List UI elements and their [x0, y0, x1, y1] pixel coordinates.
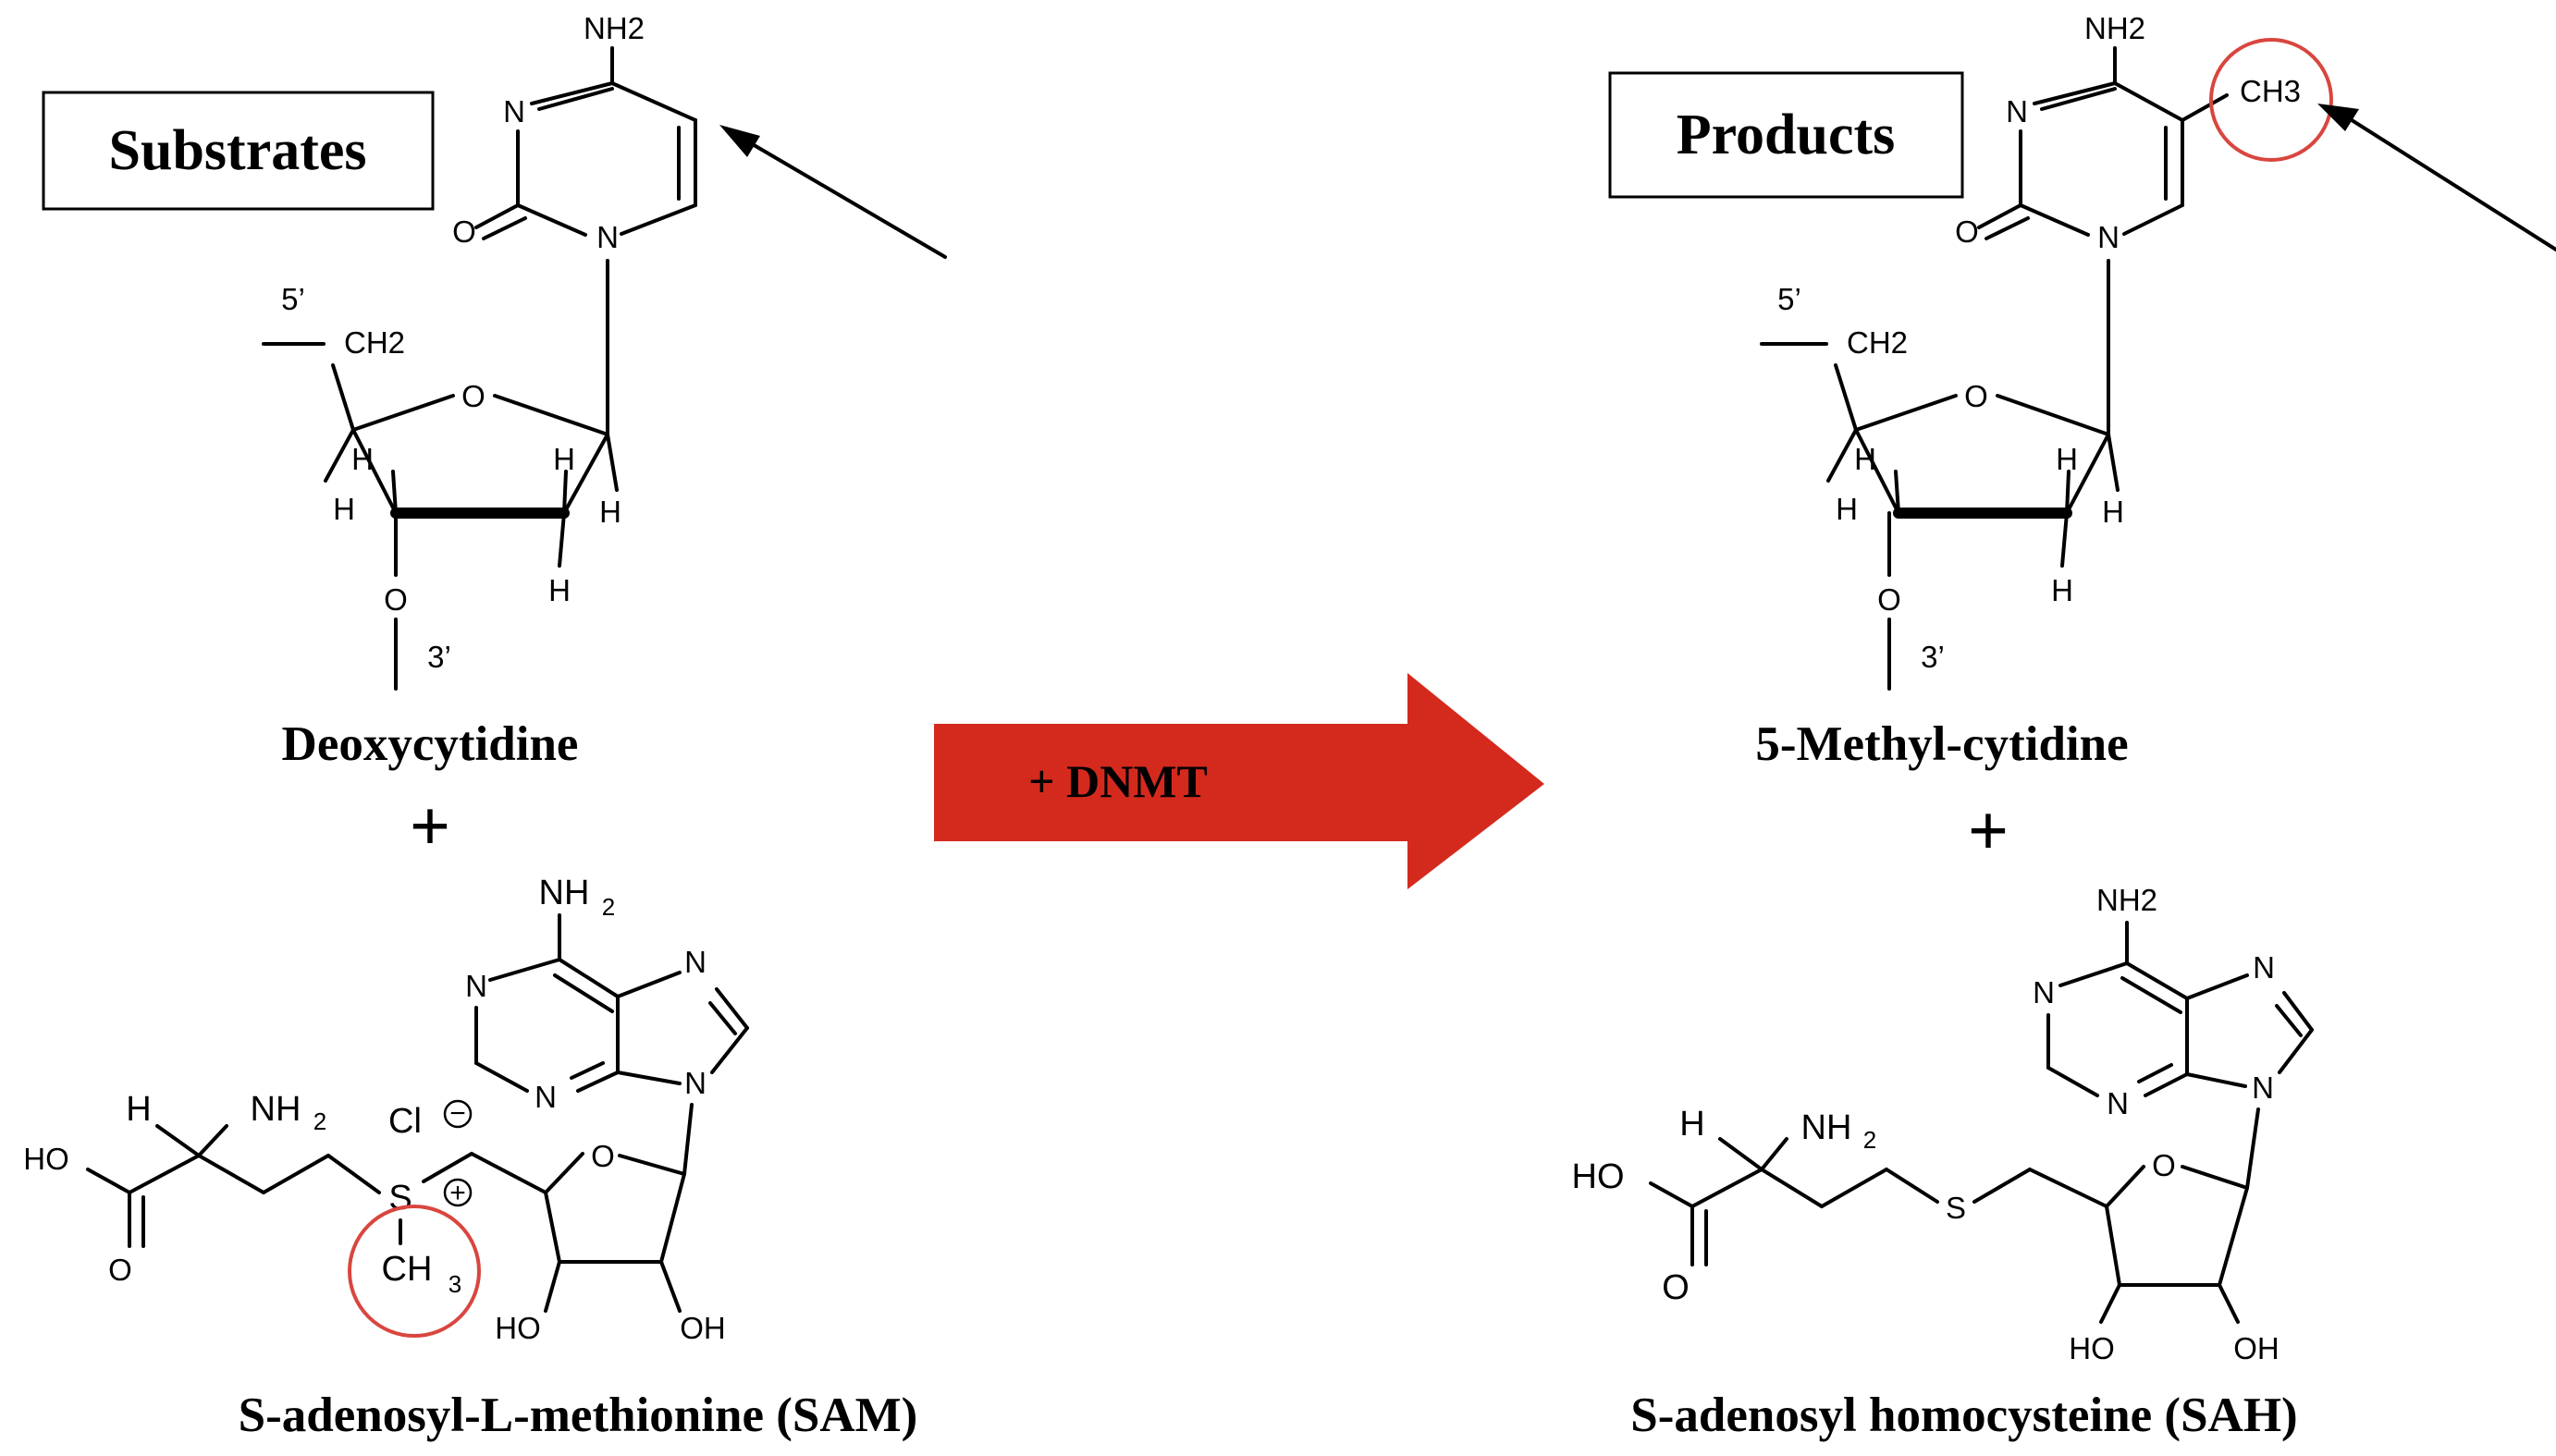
label-5-prime: 5’ — [281, 282, 305, 316]
atom-n: N — [2107, 1086, 2129, 1120]
methyl-cytidine-structure: NH2 CH3 N O N O H H H H H CH2 5’ O 3’ — [1760, 11, 2333, 691]
atom-oh: OH — [680, 1311, 726, 1345]
atom-n: N — [2097, 220, 2120, 254]
atom-o: O — [591, 1139, 615, 1173]
methyl-cytidine-caption: 5-Methyl-cytidine — [1755, 717, 2128, 771]
pointer-arrow-right — [2317, 104, 2556, 251]
reaction-label: + DNMT — [1028, 755, 1208, 807]
atom-nh2: NH2 — [2084, 11, 2145, 45]
atom-n: N — [2253, 950, 2275, 985]
label-3-prime: 3’ — [1921, 640, 1945, 674]
atom-ho: HO — [23, 1142, 69, 1176]
substrates-box: Substrates — [42, 91, 435, 211]
atom-o: O — [1964, 379, 1988, 413]
atom-nh-subscript: 2 — [602, 893, 615, 921]
atom-o: O — [108, 1253, 132, 1287]
atom-ch2: CH2 — [1847, 325, 1908, 360]
plus-sign-left: + — [410, 786, 450, 866]
atom-oh: OH — [2233, 1331, 2280, 1365]
atom-h: H — [2051, 573, 2073, 607]
atom-n: N — [503, 94, 525, 128]
atom-h: H — [2056, 442, 2078, 476]
charge-minus: − — [449, 1098, 466, 1129]
plus-sign-right: + — [1968, 790, 2009, 871]
sah-caption: S-adenosyl homocysteine (SAH) — [1630, 1389, 2297, 1442]
sah-structure: NH2 N N N N O HO OH S NH — [1572, 883, 2314, 1365]
sam-methyl-highlight-circle — [348, 1205, 481, 1338]
atom-ho: HO — [495, 1311, 541, 1345]
substrates-label: Substrates — [108, 119, 366, 182]
atom-o: O — [1955, 214, 1979, 249]
products-label: Products — [1677, 104, 1896, 166]
atom-h: H — [2102, 495, 2124, 529]
atom-n: N — [2252, 1071, 2274, 1105]
atom-nh-subscript: 2 — [313, 1107, 326, 1135]
atom-n: N — [596, 220, 619, 254]
sam-caption: S-adenosyl-L-methionine (SAM) — [239, 1389, 918, 1442]
atom-s: S — [1946, 1191, 1966, 1225]
atom-nh-subscript: 2 — [1863, 1126, 1876, 1154]
label-3-prime: 3’ — [427, 640, 451, 674]
atom-ho: HO — [1572, 1157, 1625, 1196]
atom-ch3: CH3 — [2240, 74, 2301, 108]
reaction-arrow: + DNMT — [934, 673, 1544, 889]
atom-h: H — [1854, 442, 1876, 476]
label-5-prime: 5’ — [1777, 282, 1801, 316]
pointer-arrow-left — [719, 125, 947, 259]
atom-n: N — [684, 1066, 707, 1100]
atom-ch2: CH2 — [344, 325, 405, 360]
atom-o: O — [461, 379, 485, 413]
atom-n: N — [2033, 975, 2055, 1009]
atom-cl: Cl — [388, 1102, 422, 1141]
charge-plus: + — [449, 1178, 466, 1208]
atom-o: O — [1662, 1268, 1690, 1307]
atom-h: H — [599, 495, 621, 529]
atom-n: N — [684, 945, 707, 979]
atom-h: H — [351, 442, 374, 476]
atom-o: O — [2152, 1148, 2176, 1182]
atom-h: H — [126, 1090, 151, 1129]
atom-nh2: NH2 — [584, 11, 645, 45]
atom-ch-subscript: 3 — [449, 1270, 461, 1298]
atom-nh2: NH2 — [2096, 883, 2157, 917]
atom-o: O — [1877, 582, 1901, 617]
atom-ch: CH — [382, 1250, 433, 1289]
atom-nh: NH — [251, 1090, 301, 1129]
atom-nh: NH — [1801, 1108, 1852, 1147]
deoxycytidine-structure: NH2 N O N O H H H H H CH2 5’ O 3’ — [262, 11, 697, 691]
atom-h: H — [333, 492, 355, 526]
reaction-arrow-shape — [934, 673, 1544, 889]
atom-h: H — [548, 573, 571, 607]
methyl-highlight-circle — [2209, 38, 2333, 162]
deoxycytidine-caption: Deoxycytidine — [282, 717, 579, 771]
atom-nh: NH — [539, 874, 590, 912]
atom-n: N — [535, 1080, 557, 1114]
atom-n: N — [465, 969, 487, 1003]
atom-o: O — [452, 214, 476, 249]
atom-o: O — [384, 582, 408, 617]
atom-h: H — [553, 442, 575, 476]
atom-ho: HO — [2069, 1331, 2115, 1365]
atom-h: H — [1679, 1105, 1704, 1144]
atom-n: N — [2006, 94, 2028, 128]
sam-structure: NH 2 N N N N O HO OH — [23, 874, 749, 1345]
products-box: Products — [1608, 71, 1964, 199]
atom-h: H — [1836, 492, 1858, 526]
